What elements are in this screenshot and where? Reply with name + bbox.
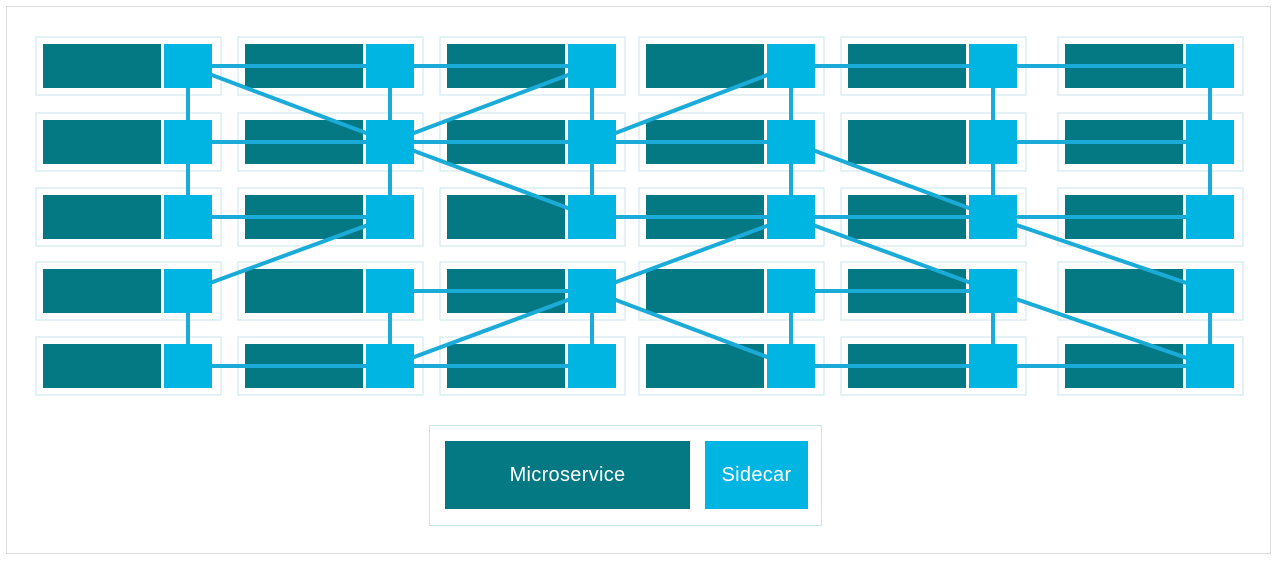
sidecar-box bbox=[1186, 269, 1234, 313]
sidecar-box bbox=[1186, 120, 1234, 164]
sidecar-connection bbox=[590, 289, 793, 368]
sidecar-connection bbox=[789, 140, 995, 219]
sidecar-box bbox=[366, 269, 414, 313]
sidecar-box bbox=[366, 344, 414, 388]
sidecar-box bbox=[366, 195, 414, 239]
diagram-frame bbox=[6, 6, 1271, 554]
sidecar-connection bbox=[186, 64, 392, 144]
sidecar-connection bbox=[991, 289, 1212, 368]
microservice-box bbox=[43, 269, 161, 313]
sidecar-connection bbox=[388, 289, 594, 368]
microservice-box bbox=[43, 120, 161, 164]
sidecar-box bbox=[767, 44, 815, 88]
sidecar-box bbox=[969, 344, 1017, 388]
sidecar-box bbox=[767, 120, 815, 164]
legend-sidecar: Sidecar bbox=[705, 441, 808, 509]
microservice-box bbox=[43, 44, 161, 88]
sidecar-connection bbox=[590, 64, 793, 144]
sidecar-connection bbox=[590, 215, 793, 293]
sidecar-connection bbox=[388, 64, 594, 144]
sidecar-box bbox=[164, 120, 212, 164]
microservice-box bbox=[43, 195, 161, 239]
sidecar-box bbox=[969, 120, 1017, 164]
sidecar-connection bbox=[991, 215, 1212, 293]
sidecar-box bbox=[366, 44, 414, 88]
sidecar-box bbox=[568, 195, 616, 239]
sidecar-box bbox=[969, 269, 1017, 313]
legend-microservice: Microservice bbox=[445, 441, 690, 509]
legend: Microservice Sidecar bbox=[429, 425, 822, 526]
sidecar-box bbox=[1186, 195, 1234, 239]
sidecar-connection bbox=[388, 140, 594, 219]
sidecar-box bbox=[1186, 44, 1234, 88]
microservice-box bbox=[245, 269, 363, 313]
sidecar-box bbox=[568, 269, 616, 313]
sidecar-box bbox=[568, 344, 616, 388]
sidecar-box bbox=[164, 195, 212, 239]
sidecar-box bbox=[568, 120, 616, 164]
sidecar-box bbox=[164, 44, 212, 88]
sidecar-box bbox=[767, 344, 815, 388]
sidecar-box bbox=[164, 269, 212, 313]
service-mesh-diagram bbox=[35, 36, 1244, 396]
sidecar-box bbox=[1186, 344, 1234, 388]
microservice-box bbox=[848, 120, 966, 164]
sidecar-box bbox=[164, 344, 212, 388]
microservice-box bbox=[43, 344, 161, 388]
sidecar-connection bbox=[789, 215, 995, 293]
sidecar-box bbox=[767, 195, 815, 239]
sidecar-box bbox=[366, 120, 414, 164]
microservice-box bbox=[646, 269, 764, 313]
microservice-box bbox=[646, 344, 764, 388]
sidecar-box bbox=[969, 44, 1017, 88]
sidecar-box bbox=[767, 269, 815, 313]
sidecar-box bbox=[969, 195, 1017, 239]
sidecar-connection bbox=[186, 215, 392, 293]
microservice-box bbox=[447, 195, 565, 239]
sidecar-box bbox=[568, 44, 616, 88]
microservice-box bbox=[646, 44, 764, 88]
